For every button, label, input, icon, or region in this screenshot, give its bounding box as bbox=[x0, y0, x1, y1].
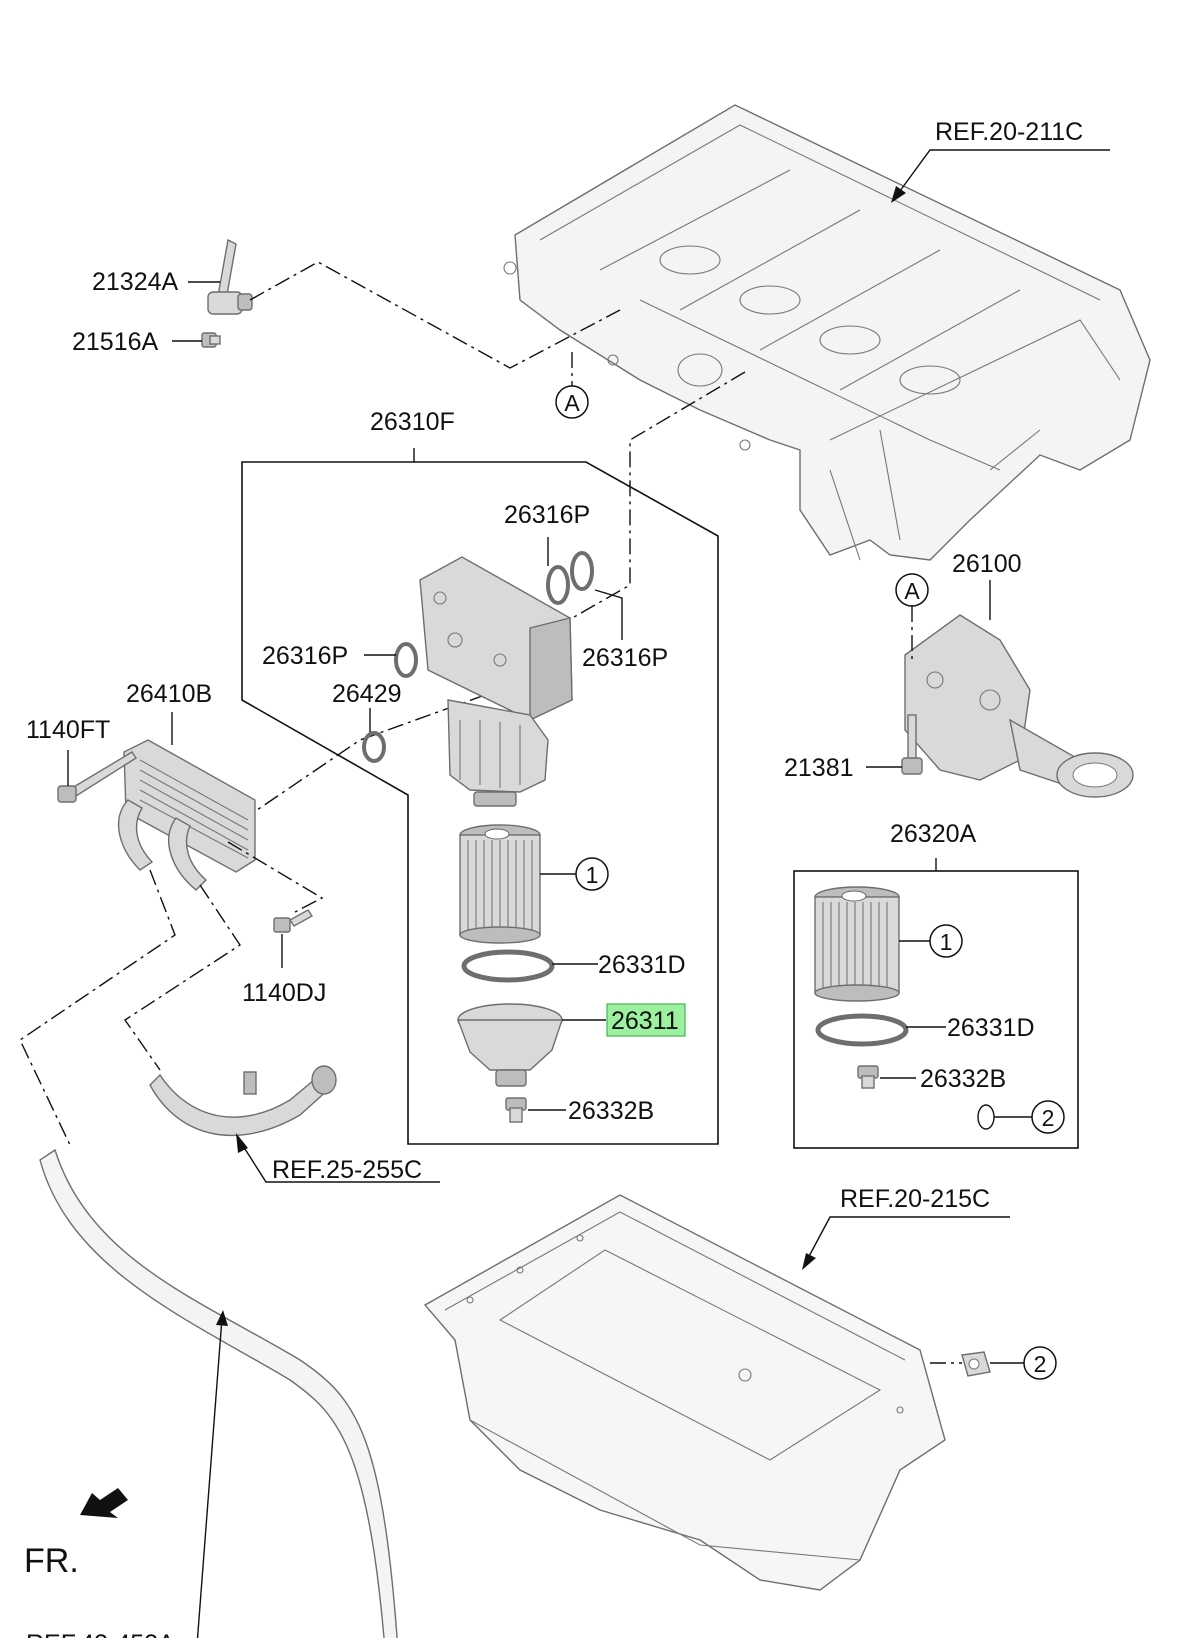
cooler-bolt-1140dj bbox=[273, 909, 314, 933]
gasket-26331d-kit bbox=[815, 1013, 909, 1047]
oring-26316p-left bbox=[394, 642, 418, 678]
filter-assembly-part-number: 26310F bbox=[370, 408, 455, 436]
gasket-kit-part-number: 26331D bbox=[947, 1014, 1035, 1042]
ref-hose-label: REF.25-255C bbox=[236, 1133, 440, 1184]
highlighted-part-box bbox=[606, 1003, 686, 1037]
cooler-part-number: 26410B bbox=[126, 680, 212, 708]
drain-plug-main bbox=[505, 1097, 527, 1123]
callout-a-pump-text: A bbox=[904, 578, 920, 604]
ref-pan-label: REF.20-215C bbox=[802, 1185, 1010, 1270]
seal-26429 bbox=[362, 731, 386, 763]
cap-highlighted-part-number: 26311 bbox=[611, 1007, 679, 1035]
cooler-bolt-1140ft bbox=[57, 751, 137, 803]
ref-pan-text: REF.20-215C bbox=[840, 1185, 990, 1213]
oring-kit bbox=[977, 1104, 995, 1130]
filter-kit-box: 26320A bbox=[793, 820, 1079, 1149]
ref-hose-text: REF.25-255C bbox=[272, 1156, 422, 1184]
oring-right-part-number: 26316P bbox=[582, 644, 668, 672]
ref-pipe-text: REF.43-452A bbox=[26, 1630, 175, 1638]
front-direction-arrow-icon bbox=[80, 1488, 128, 1518]
callout-1-main: 1 bbox=[575, 857, 609, 891]
sensor-bolt bbox=[201, 332, 221, 348]
callout-1-main-text: 1 bbox=[586, 862, 599, 888]
gasket-26331d-main bbox=[461, 949, 555, 983]
pump-bolt-21381 bbox=[901, 714, 923, 775]
callout-a-block: A bbox=[555, 352, 589, 419]
filter-housing bbox=[419, 556, 573, 807]
callout-2-pan: 2 bbox=[1023, 1346, 1057, 1380]
callout-1-kit-text: 1 bbox=[940, 929, 953, 955]
front-indicator: FR. bbox=[24, 1488, 128, 1580]
sensor-part-number: 21324A bbox=[92, 268, 179, 296]
oring-26316p-top bbox=[546, 551, 594, 605]
engine-block bbox=[503, 104, 1151, 561]
oil-hose bbox=[149, 1065, 337, 1136]
callout-a-block-text: A bbox=[564, 390, 580, 416]
callout-1-kit: 1 bbox=[929, 924, 963, 958]
ref-pipe-label: REF.43-452A bbox=[26, 1310, 228, 1638]
filter-cap bbox=[456, 1003, 563, 1087]
oil-pan bbox=[423, 1194, 946, 1591]
drain-plug-kit bbox=[857, 1065, 879, 1089]
oil-pressure-sensor bbox=[207, 238, 253, 315]
ref-block-text: REF.20-211C bbox=[935, 118, 1083, 146]
drain-kit-part-number: 26332B bbox=[920, 1065, 1006, 1093]
callout-2-pan-text: 2 bbox=[1034, 1351, 1047, 1377]
oil-return-pipe bbox=[39, 1148, 398, 1638]
callout-a-pump: A bbox=[895, 573, 929, 660]
callout-2-kit: 2 bbox=[1031, 1100, 1065, 1134]
filter-element-kit bbox=[814, 886, 900, 1002]
seal-part-number: 26429 bbox=[332, 680, 402, 708]
drain-main-part-number: 26332B bbox=[568, 1097, 654, 1125]
pump-bolt-part-number: 21381 bbox=[784, 754, 854, 782]
sensor-bolt-part-number: 21516A bbox=[72, 328, 159, 356]
gasket-main-part-number: 26331D bbox=[598, 951, 686, 979]
oring-left-part-number: 26316P bbox=[262, 642, 348, 670]
front-text: FR. bbox=[24, 1542, 79, 1580]
filter-kit-part-number: 26320A bbox=[890, 820, 977, 848]
ref-block-label: REF.20-211C bbox=[891, 118, 1110, 203]
cooler-bolt-part-number: 1140FT bbox=[26, 716, 110, 744]
callout-2-kit-text: 2 bbox=[1042, 1105, 1055, 1131]
cooler-bolt2-part-number: 1140DJ bbox=[242, 979, 326, 1007]
oring-top-part-number: 26316P bbox=[504, 501, 590, 529]
pan-drain-plug bbox=[961, 1351, 991, 1377]
filter-assembly-box: 26310F bbox=[241, 408, 719, 1145]
filter-element-main bbox=[459, 824, 541, 944]
oil-pump bbox=[904, 614, 1134, 798]
oil-cooler bbox=[117, 739, 256, 891]
oil-pump-part-number: 26100 bbox=[952, 550, 1022, 578]
